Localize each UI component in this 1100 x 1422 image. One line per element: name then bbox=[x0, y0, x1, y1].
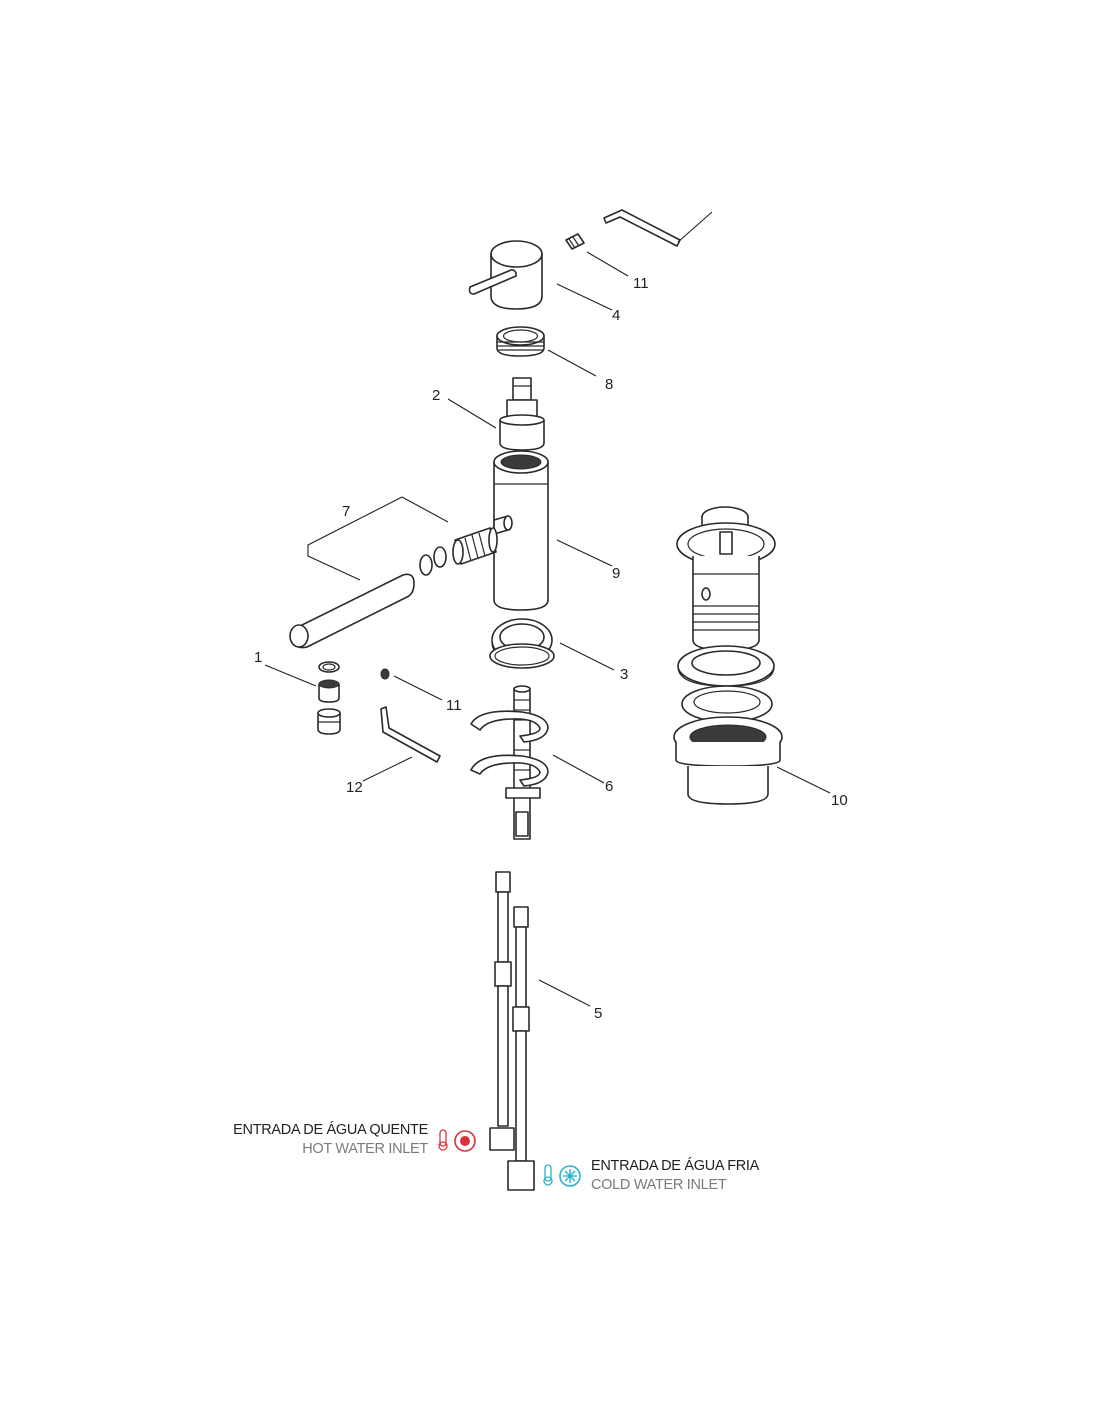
callout-8: 8 bbox=[605, 376, 613, 393]
cartridge bbox=[447, 377, 545, 451]
cold-inlet-icons bbox=[543, 1164, 581, 1187]
flexible-hoses bbox=[489, 871, 591, 1191]
allen-key-top bbox=[603, 209, 713, 247]
callout-2: 2 bbox=[432, 387, 440, 404]
callout-3: 3 bbox=[620, 666, 628, 683]
callout-12: 12 bbox=[346, 779, 363, 796]
callout-10: 10 bbox=[831, 792, 848, 809]
callout-9: 9 bbox=[612, 565, 620, 582]
callout-6: 6 bbox=[605, 778, 613, 795]
callout-5: 5 bbox=[594, 1005, 602, 1022]
callout-1: 1 bbox=[254, 649, 262, 666]
callout-7: 7 bbox=[342, 503, 350, 520]
callout-4: 4 bbox=[612, 307, 620, 324]
base-gasket bbox=[489, 618, 615, 671]
hot-water-inlet-label: ENTRADA DE ÁGUA QUENTE HOT WATER INLET bbox=[233, 1121, 428, 1159]
callout-11-middle: 11 bbox=[446, 697, 462, 714]
cold-water-inlet-label: ENTRADA DE ÁGUA FRIA COLD WATER INLET bbox=[591, 1157, 759, 1195]
hot-inlet-en: HOT WATER INLET bbox=[302, 1141, 428, 1157]
grub-screw-top bbox=[565, 233, 629, 277]
aerator bbox=[264, 661, 341, 735]
hot-inlet-icons bbox=[438, 1129, 476, 1152]
callout-11-top: 11 bbox=[633, 275, 649, 292]
hot-inlet-pt: ENTRADA DE ÁGUA QUENTE bbox=[233, 1122, 428, 1138]
spout-pipe bbox=[289, 573, 415, 649]
mixer-body bbox=[493, 450, 613, 611]
cold-inlet-pt: ENTRADA DE ÁGUA FRIA bbox=[591, 1158, 760, 1174]
grub-screw-middle bbox=[380, 668, 443, 701]
pop-up-waste bbox=[673, 506, 831, 805]
handle-lever bbox=[468, 240, 613, 311]
diverter-assembly bbox=[307, 496, 498, 581]
fixing-assembly bbox=[470, 685, 605, 840]
threaded-ring bbox=[496, 326, 597, 377]
cold-inlet-en: COLD WATER INLET bbox=[591, 1177, 727, 1193]
allen-key-middle bbox=[362, 706, 441, 782]
